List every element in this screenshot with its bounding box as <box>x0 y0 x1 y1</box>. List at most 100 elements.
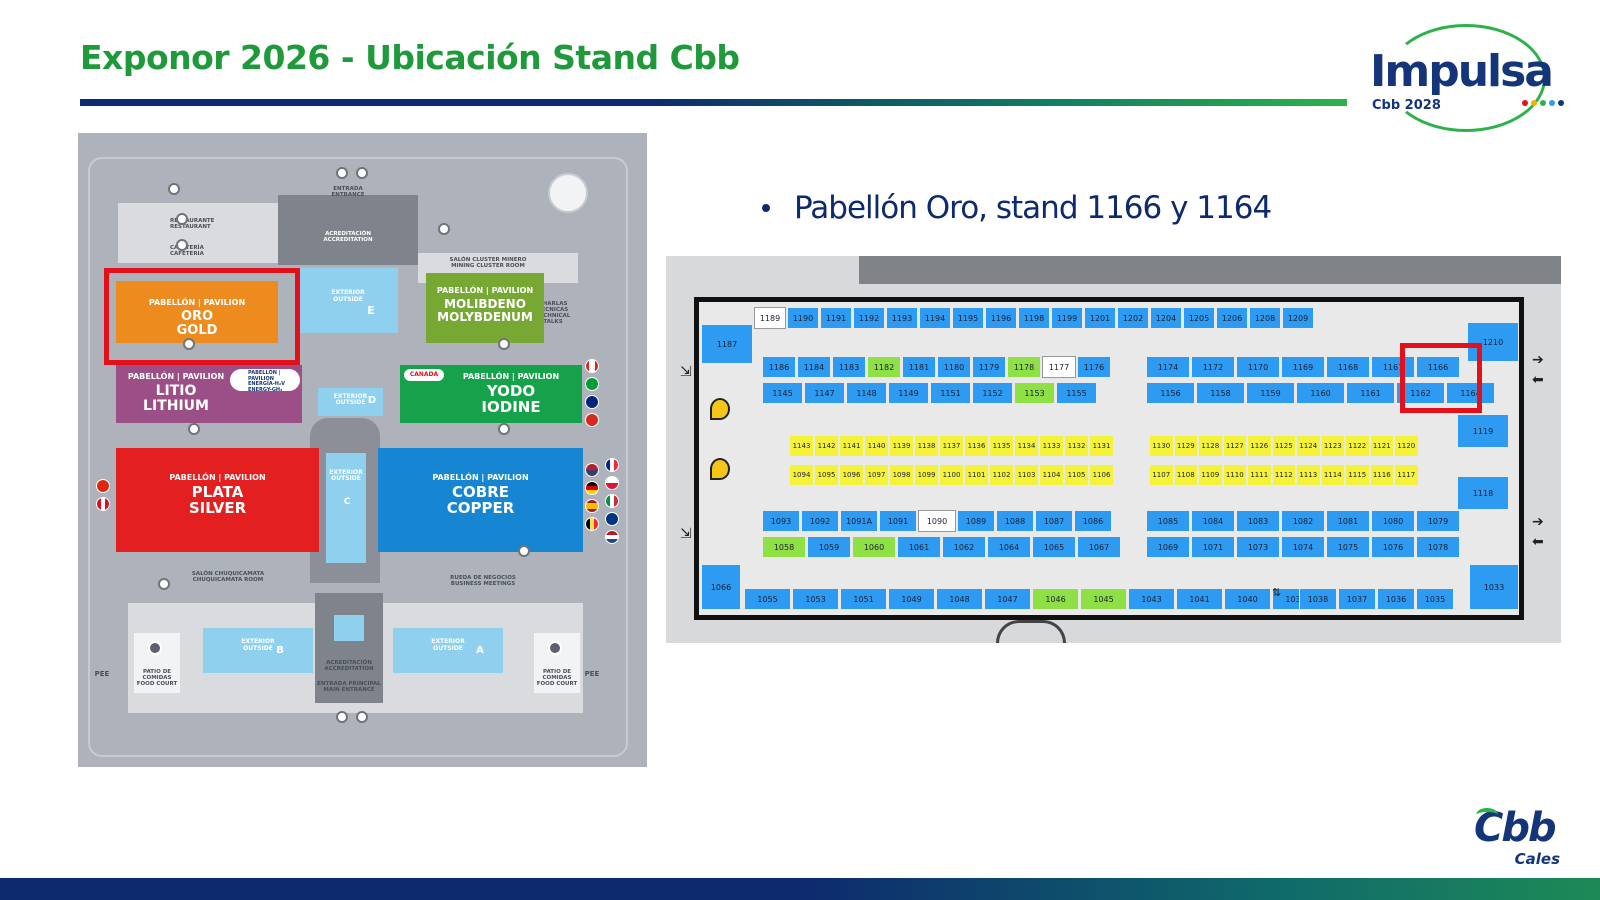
stand-1047[interactable]: 1047 <box>984 588 1031 610</box>
pavilion-yodo[interactable]: PABELLÓN | PAVILION YODO IODINE CANADA <box>400 365 582 423</box>
stand-1108[interactable]: 1108 <box>1173 464 1198 486</box>
stand-1100[interactable]: 1100 <box>939 464 964 486</box>
stand-1080[interactable]: 1080 <box>1371 510 1415 532</box>
stand-1174[interactable]: 1174 <box>1146 356 1190 378</box>
stand-1111[interactable]: 1111 <box>1247 464 1272 486</box>
stand-1037[interactable]: 1037 <box>1338 588 1376 610</box>
stand-1172[interactable]: 1172 <box>1191 356 1235 378</box>
stand-1101[interactable]: 1101 <box>964 464 989 486</box>
stand-1136[interactable]: 1136 <box>964 435 989 457</box>
stand-1089[interactable]: 1089 <box>957 510 995 532</box>
stand-1099[interactable]: 1099 <box>914 464 939 486</box>
stand-1169[interactable]: 1169 <box>1281 356 1325 378</box>
stand-1143[interactable]: 1143 <box>789 435 814 457</box>
stand-1177[interactable]: 1177 <box>1042 356 1076 378</box>
stand-1102[interactable]: 1102 <box>989 464 1014 486</box>
stand-1061[interactable]: 1061 <box>897 536 941 558</box>
stand-1087[interactable]: 1087 <box>1035 510 1073 532</box>
stand-1123[interactable]: 1123 <box>1320 435 1345 457</box>
stand-1153[interactable]: 1153 <box>1014 382 1055 404</box>
stand-1053[interactable]: 1053 <box>792 588 839 610</box>
stand-1092[interactable]: 1092 <box>801 510 839 532</box>
stand-1125[interactable]: 1125 <box>1271 435 1296 457</box>
stand-1142[interactable]: 1142 <box>814 435 839 457</box>
stand-1086[interactable]: 1086 <box>1074 510 1112 532</box>
stand-1094[interactable]: 1094 <box>789 464 814 486</box>
stand-1093[interactable]: 1093 <box>762 510 800 532</box>
pavilion-cobre[interactable]: PABELLÓN | PAVILION COBRE COPPER <box>378 448 583 552</box>
stand-1114[interactable]: 1114 <box>1320 464 1345 486</box>
stand-1183[interactable]: 1183 <box>832 356 866 378</box>
stand-1193[interactable]: 1193 <box>886 307 918 329</box>
stand-1074[interactable]: 1074 <box>1281 536 1325 558</box>
stand-1115[interactable]: 1115 <box>1345 464 1370 486</box>
stand-1158[interactable]: 1158 <box>1196 382 1245 404</box>
stand-1195[interactable]: 1195 <box>952 307 984 329</box>
stand-1210[interactable]: 1210 <box>1467 322 1519 362</box>
stand-1048[interactable]: 1048 <box>936 588 983 610</box>
stand-1055[interactable]: 1055 <box>744 588 791 610</box>
stand-1140[interactable]: 1140 <box>864 435 889 457</box>
stand-1133[interactable]: 1133 <box>1039 435 1064 457</box>
stand-1166[interactable]: 1166 <box>1416 356 1460 378</box>
stand-1205[interactable]: 1205 <box>1183 307 1215 329</box>
stand-1176[interactable]: 1176 <box>1077 356 1111 378</box>
stand-1168[interactable]: 1168 <box>1326 356 1370 378</box>
stand-1198[interactable]: 1198 <box>1018 307 1050 329</box>
stand-1134[interactable]: 1134 <box>1014 435 1039 457</box>
stand-1121[interactable]: 1121 <box>1369 435 1394 457</box>
stand-1170[interactable]: 1170 <box>1236 356 1280 378</box>
stand-1129[interactable]: 1129 <box>1173 435 1198 457</box>
stand-1118[interactable]: 1118 <box>1457 476 1509 510</box>
stand-1098[interactable]: 1098 <box>889 464 914 486</box>
stand-1128[interactable]: 1128 <box>1198 435 1223 457</box>
stand-1187[interactable]: 1187 <box>701 324 753 364</box>
stand-1107[interactable]: 1107 <box>1149 464 1174 486</box>
stand-1112[interactable]: 1112 <box>1271 464 1296 486</box>
stand-1117[interactable]: 1117 <box>1394 464 1419 486</box>
stand-1135[interactable]: 1135 <box>989 435 1014 457</box>
stand-1103[interactable]: 1103 <box>1014 464 1039 486</box>
stand-1194[interactable]: 1194 <box>919 307 951 329</box>
stand-1104[interactable]: 1104 <box>1039 464 1064 486</box>
stand-1130[interactable]: 1130 <box>1149 435 1174 457</box>
stand-1090[interactable]: 1090 <box>918 510 956 532</box>
stand-1164[interactable]: 1164 <box>1446 382 1495 404</box>
stand-1109[interactable]: 1109 <box>1198 464 1223 486</box>
stand-1075[interactable]: 1075 <box>1326 536 1370 558</box>
stand-1208[interactable]: 1208 <box>1249 307 1281 329</box>
stand-1161[interactable]: 1161 <box>1346 382 1395 404</box>
stand-1049[interactable]: 1049 <box>888 588 935 610</box>
stand-1190[interactable]: 1190 <box>787 307 819 329</box>
stand-1078[interactable]: 1078 <box>1416 536 1460 558</box>
stand-1088[interactable]: 1088 <box>996 510 1034 532</box>
stand-1206[interactable]: 1206 <box>1216 307 1248 329</box>
stand-1119[interactable]: 1119 <box>1457 414 1509 448</box>
stand-1160[interactable]: 1160 <box>1296 382 1345 404</box>
stand-1179[interactable]: 1179 <box>972 356 1006 378</box>
stand-1040[interactable]: 1040 <box>1224 588 1271 610</box>
stand-1083[interactable]: 1083 <box>1236 510 1280 532</box>
stand-1073[interactable]: 1073 <box>1236 536 1280 558</box>
stand-1189[interactable]: 1189 <box>754 307 786 329</box>
stand-1036[interactable]: 1036 <box>1377 588 1415 610</box>
stand-1159[interactable]: 1159 <box>1246 382 1295 404</box>
stand-1155[interactable]: 1155 <box>1056 382 1097 404</box>
stand-1149[interactable]: 1149 <box>888 382 929 404</box>
stand-1058[interactable]: 1058 <box>762 536 806 558</box>
stand-1184[interactable]: 1184 <box>797 356 831 378</box>
stand-1152[interactable]: 1152 <box>972 382 1013 404</box>
stand-1066[interactable]: 1066 <box>701 564 741 610</box>
stand-1069[interactable]: 1069 <box>1146 536 1190 558</box>
stand-1076[interactable]: 1076 <box>1371 536 1415 558</box>
stand-1196[interactable]: 1196 <box>985 307 1017 329</box>
stand-1046[interactable]: 1046 <box>1032 588 1079 610</box>
stand-1084[interactable]: 1084 <box>1191 510 1235 532</box>
stand-1124[interactable]: 1124 <box>1296 435 1321 457</box>
stand-1145[interactable]: 1145 <box>762 382 803 404</box>
stand-1096[interactable]: 1096 <box>839 464 864 486</box>
stand-1141[interactable]: 1141 <box>839 435 864 457</box>
stand-1113[interactable]: 1113 <box>1296 464 1321 486</box>
stand-1209[interactable]: 1209 <box>1282 307 1314 329</box>
stand-1202[interactable]: 1202 <box>1117 307 1149 329</box>
